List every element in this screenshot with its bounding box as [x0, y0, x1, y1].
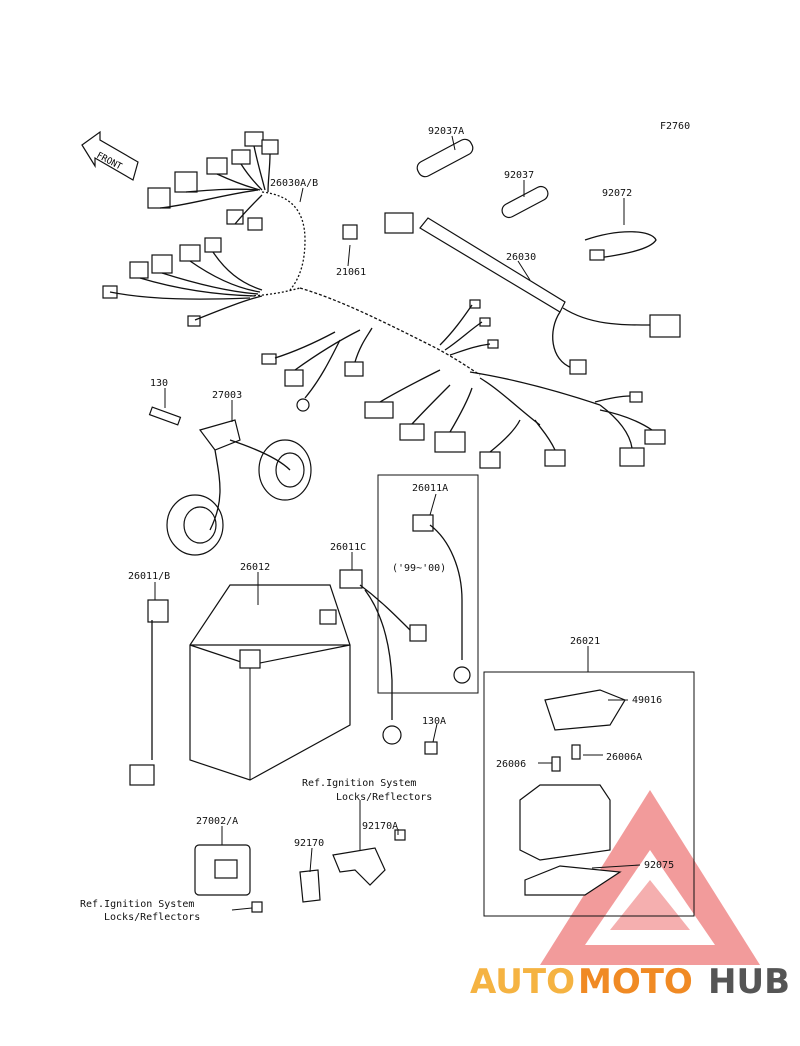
part-labels: 26030A/B 92037A 92037 92072 26030 21061 … [80, 126, 674, 923]
label-27002A: 27002/A [196, 816, 238, 827]
watermark-part3: HUB [708, 962, 790, 1002]
label-130A: 130A [422, 716, 446, 727]
label-21061: 21061 [336, 267, 366, 278]
clip-21061 [342, 224, 358, 240]
battery [189, 584, 351, 781]
leader-lines [154, 135, 641, 911]
label-26030AB: 26030A/B [270, 178, 318, 189]
ref-note-2-line1: Ref.Ignition System [80, 899, 194, 910]
label-26011C: 26011C [330, 542, 366, 553]
cable-26011C [339, 569, 427, 745]
label-26011A: 26011A [412, 483, 448, 494]
fuse-box-assembly [483, 671, 695, 917]
watermark-part1: AUTO [470, 962, 575, 1002]
front-arrow-icon: FRONT [81, 130, 139, 181]
label-49016: 49016 [632, 695, 662, 706]
label-27003: 27003 [212, 390, 242, 401]
main-harness [102, 131, 666, 469]
watermark-text: AUTO MOTO HUB [470, 962, 790, 1002]
label-92170: 92170 [294, 838, 324, 849]
label-26006A: 26006A [606, 752, 642, 763]
bolt-130A [424, 741, 438, 755]
watermark-logo [540, 790, 760, 965]
ref-note-1-line2: Locks/Reflectors [336, 792, 432, 803]
label-26012: 26012 [240, 562, 270, 573]
relay-27002A [194, 844, 251, 896]
label-26011B: 26011/B [128, 571, 170, 582]
label-92072: 92072 [602, 188, 632, 199]
cable-26011B [129, 599, 169, 786]
ref-note-1-line1: Ref.Ignition System [302, 778, 416, 789]
band-92037A [416, 138, 474, 178]
label-92037: 92037 [504, 170, 534, 181]
label-26021: 26021 [570, 636, 600, 647]
bracket-92170 [299, 869, 321, 903]
sub-harness-26030 [384, 212, 681, 375]
label-year-range: ('99~'00) [392, 563, 446, 574]
tie-92072 [584, 231, 657, 259]
band-92037 [501, 185, 549, 219]
label-26006: 26006 [496, 759, 526, 770]
watermark-part2: MOTO [578, 962, 693, 1002]
label-92037A: 92037A [428, 126, 464, 137]
ref-note-2-line2: Locks/Reflectors [104, 912, 200, 923]
bracket-92170A [332, 847, 386, 886]
label-26030: 26030 [506, 252, 536, 263]
label-92170A: 92170A [362, 821, 398, 832]
label-130: 130 [150, 378, 168, 389]
label-92075: 92075 [644, 860, 674, 871]
figure-code: F2760 [660, 121, 690, 132]
cable-26011A-box [377, 474, 479, 694]
horn-assembly [148, 406, 312, 556]
